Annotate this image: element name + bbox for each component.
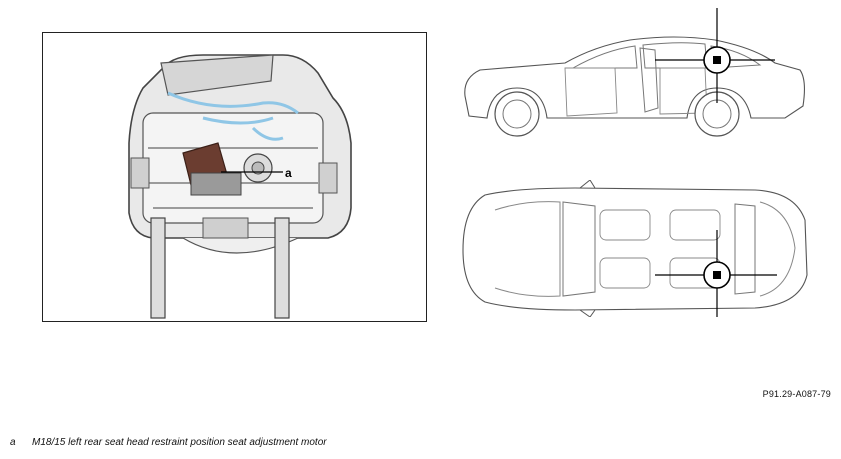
headrest-illustration: a [42, 32, 427, 322]
legend-item-a: a M18/15 left rear seat head restraint po… [10, 437, 327, 448]
figure-id: P91.29-A087-79 [762, 389, 831, 399]
legend-text: M18/15 left rear seat head restraint pos… [32, 437, 327, 448]
callout-a-label: a [285, 166, 292, 180]
car-side-view [455, 8, 815, 138]
legend-key: a [10, 437, 16, 448]
car-top-view [455, 180, 815, 317]
